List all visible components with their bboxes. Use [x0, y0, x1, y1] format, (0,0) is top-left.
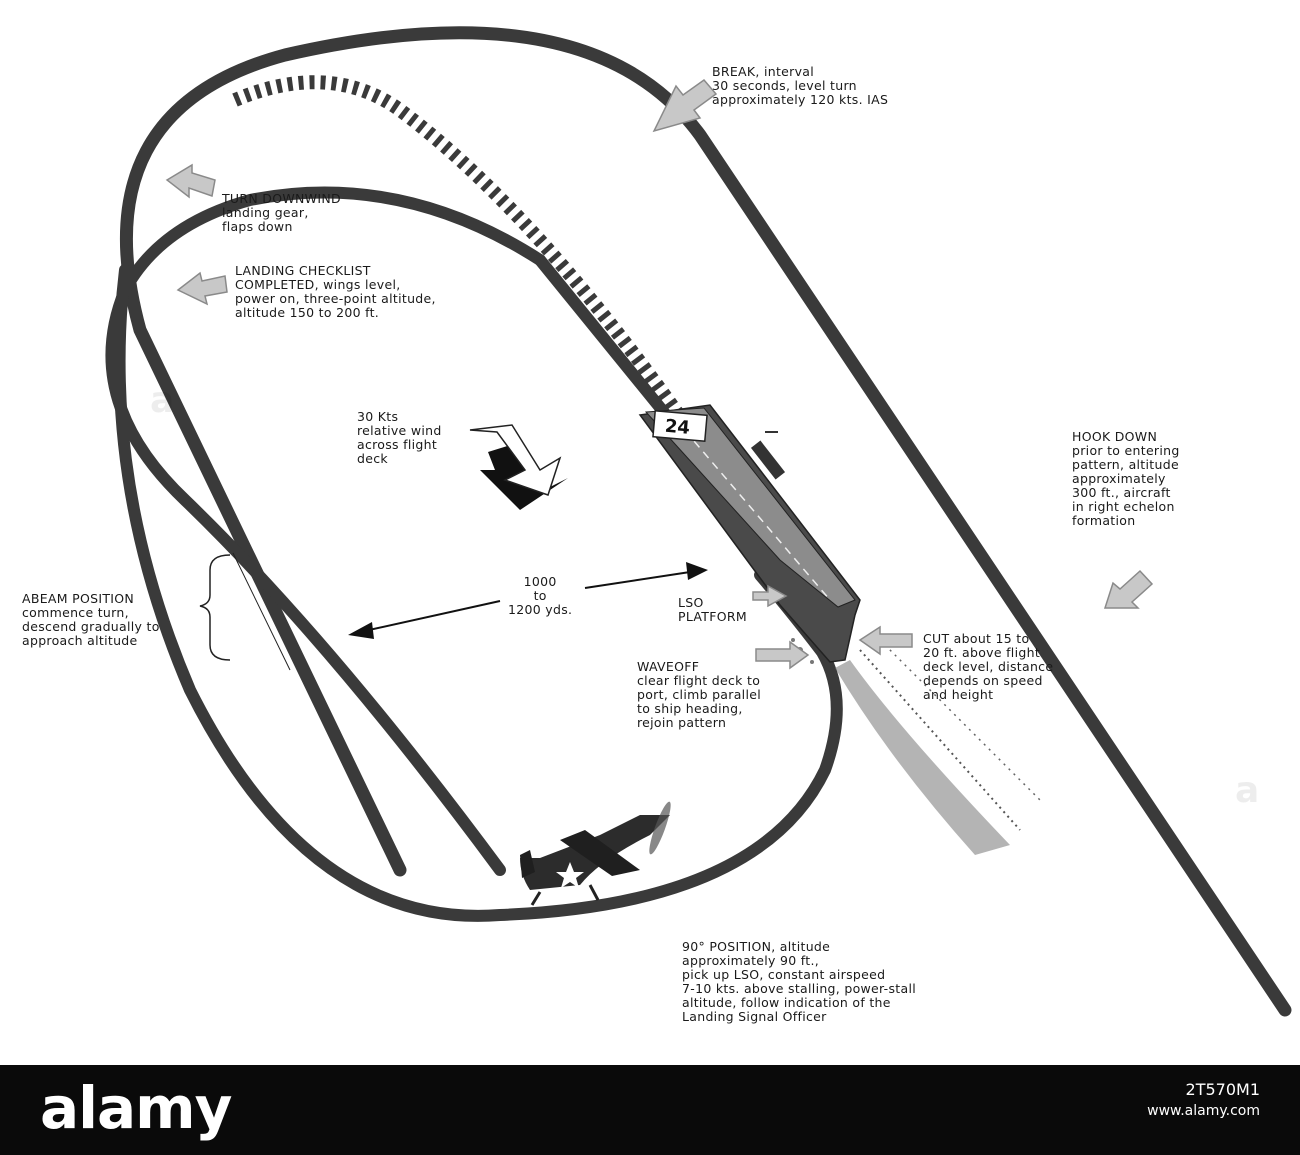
turn-downwind-label: TURN DOWNWIND landing gear, flaps down [222, 192, 341, 234]
label-line: TURN DOWNWIND [222, 191, 341, 206]
waveoff-pointer-arrow [755, 640, 810, 670]
label-line: landing gear, [222, 205, 309, 220]
deck-number: 24 [664, 416, 691, 439]
label-line: commence turn, [22, 605, 129, 620]
break-dashed-track [232, 75, 746, 509]
stock-image-id: 2T570M1 [1185, 1080, 1260, 1099]
spray [810, 660, 814, 664]
label-line: in right echelon [1072, 499, 1175, 514]
label-line: approach altitude [22, 633, 138, 648]
label-line: 90° POSITION, altitude [682, 939, 831, 954]
inner-pattern-track [105, 186, 546, 876]
label-line: depends on speed [923, 673, 1043, 688]
label-line: relative wind [357, 423, 442, 438]
wind-label: 30 Kts relative wind across flight deck [357, 410, 442, 466]
label-line: LANDING CHECKLIST [235, 263, 371, 278]
abeam-tick [232, 552, 291, 671]
label-line: 30 seconds, level turn [712, 78, 857, 93]
abeam-brace [199, 554, 231, 661]
lso-platform-label: LSO PLATFORM [678, 596, 747, 624]
label-line: 1000 [523, 574, 557, 589]
label-line: 30 Kts [357, 409, 399, 424]
cut-label: CUT about 15 to 20 ft. above flight deck… [923, 632, 1053, 702]
label-line: altitude 150 to 200 ft. [235, 305, 380, 320]
watermark-mark: a [150, 380, 175, 421]
label-line: ABEAM POSITION [22, 591, 135, 606]
stock-photo-bar: alamy 2T570M1 www.alamy.com [0, 1065, 1300, 1155]
approach-track [113, 264, 843, 922]
stock-image-info: 2T570M1 www.alamy.com [1147, 1079, 1260, 1121]
label-line: 1200 yds. [508, 602, 573, 617]
ninety-degree-position-label: 90° POSITION, altitude approximately 90 … [682, 940, 916, 1024]
label-line: approximately 90 ft., [682, 953, 820, 968]
label-line: clear flight deck to [637, 673, 761, 688]
label-line: across flight [357, 437, 438, 452]
distance-label: 1000 to 1200 yds. [508, 575, 572, 617]
pattern-art: 24 [105, 26, 1292, 1017]
label-line: and height [923, 687, 994, 702]
distance-arrow [348, 562, 708, 639]
wake-trail [859, 649, 1021, 831]
break-label: BREAK, interval 30 seconds, level turn a… [712, 65, 888, 107]
label-line: HOOK DOWN [1072, 429, 1158, 444]
label-line: Landing Signal Officer [682, 1009, 827, 1024]
label-line: power on, three-point altitude, [235, 291, 436, 306]
landing-checklist-label: LANDING CHECKLIST COMPLETED, wings level… [235, 264, 436, 320]
label-line: deck level, distance [923, 659, 1054, 674]
deck-centerline [675, 419, 831, 601]
label-line: CUT about 15 to [923, 631, 1030, 646]
label-line: descend gradually to [22, 619, 160, 634]
stock-logo: alamy [40, 1074, 232, 1142]
turn-downwind-pointer-arrow [165, 163, 216, 199]
lso-pointer-arrow [752, 584, 788, 608]
label-line: 7-10 kts. above stalling, power-stall [682, 981, 917, 996]
stock-url: www.alamy.com [1147, 1103, 1260, 1119]
deck-number-box [652, 409, 708, 443]
label-line: to ship heading, [637, 701, 743, 716]
cut-pointer-arrow [858, 625, 913, 656]
hook-down-label: HOOK DOWN prior to entering pattern, alt… [1072, 430, 1180, 528]
landing-checklist-pointer-arrow [176, 271, 228, 306]
label-line: 20 ft. above flight [923, 645, 1041, 660]
label-line: to [533, 588, 547, 603]
spray [791, 638, 795, 642]
label-line: formation [1072, 513, 1136, 528]
break-pointer-arrow [652, 78, 718, 133]
waveoff-label: WAVEOFF clear flight deck to port, climb… [637, 660, 761, 730]
label-line: prior to entering [1072, 443, 1180, 458]
wind-arrow [469, 424, 562, 496]
label-line: pattern, altitude [1072, 457, 1179, 472]
aircraft [520, 801, 671, 906]
label-line: altitude, follow indication of the [682, 995, 891, 1010]
label-line: LSO [678, 595, 704, 610]
label-line: approximately [1072, 471, 1166, 486]
label-line: rejoin pattern [637, 715, 727, 730]
outer-pattern-track [120, 26, 1292, 1017]
label-line: deck [357, 451, 388, 466]
label-line: COMPLETED, wings level, [235, 277, 401, 292]
label-line: pick up LSO, constant airspeed [682, 967, 886, 982]
label-line: BREAK, interval [712, 64, 815, 79]
label-line: PLATFORM [678, 609, 747, 624]
carrier-island [750, 440, 786, 480]
label-line: flaps down [222, 219, 293, 234]
label-line: WAVEOFF [637, 659, 700, 674]
label-line: 300 ft., aircraft [1072, 485, 1171, 500]
label-line: approximately 120 kts. IAS [712, 92, 889, 107]
hook-down-pointer-arrow [1103, 569, 1154, 609]
watermark-mark: a [1235, 770, 1260, 811]
carrier-hull [638, 404, 861, 663]
wake-trail [879, 639, 1041, 801]
label-line: port, climb parallel [637, 687, 761, 702]
abeam-position-label: ABEAM POSITION commence turn, descend gr… [22, 592, 160, 648]
carrier-landing-pattern-diagram: 24 BREAK, interval 30 seconds, level tur… [22, 26, 1292, 1024]
ship-wake [835, 660, 1010, 855]
